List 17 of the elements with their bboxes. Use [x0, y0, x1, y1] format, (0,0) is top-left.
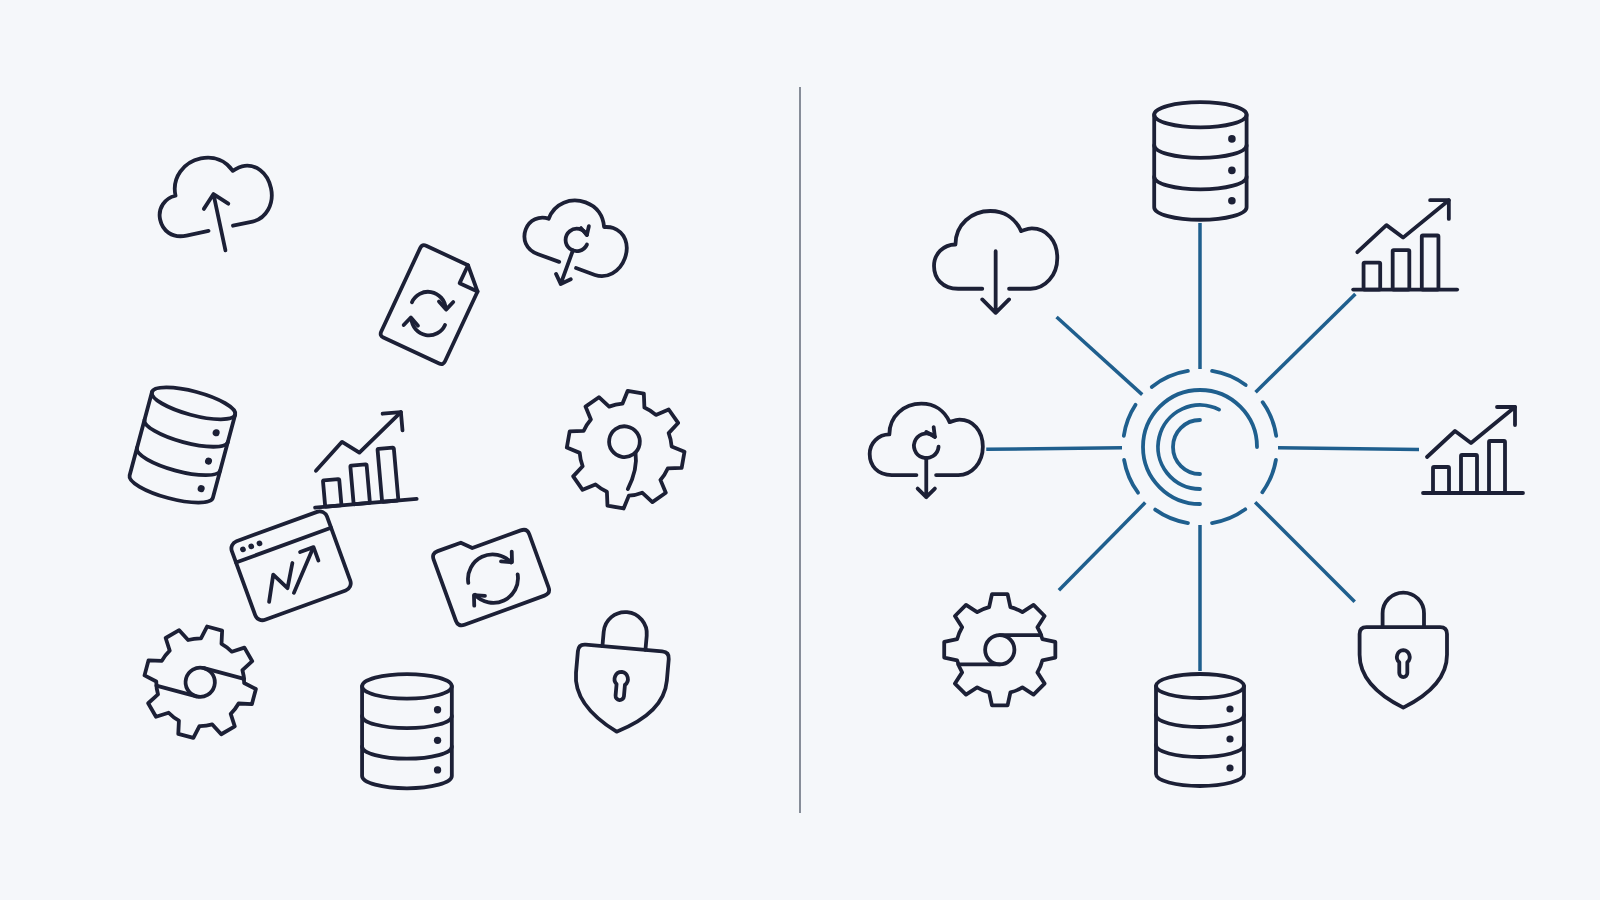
bar-chart-icon: [1348, 196, 1462, 294]
gear-icon: [940, 590, 1060, 710]
connector-line: [1254, 292, 1357, 394]
connector-line: [1278, 446, 1419, 452]
database-icon: [1152, 671, 1248, 789]
cloud-sync-icon: [865, 399, 987, 501]
cloud-download-icon: [930, 207, 1062, 317]
database-icon: [358, 670, 456, 792]
connector-line: [1055, 315, 1144, 396]
database-icon: [1149, 99, 1251, 223]
connector-line: [1198, 222, 1202, 369]
connector-line: [1253, 500, 1356, 603]
connector-line: [986, 446, 1122, 452]
connector-line: [1057, 501, 1147, 592]
bar-chart-icon: [1419, 403, 1527, 497]
connector-line: [1198, 525, 1202, 671]
concentric-rings-icon: [1120, 367, 1280, 527]
